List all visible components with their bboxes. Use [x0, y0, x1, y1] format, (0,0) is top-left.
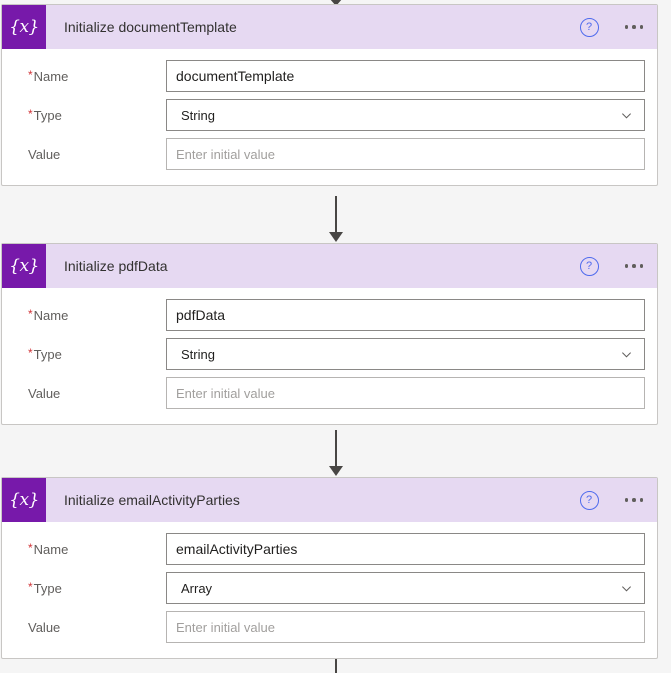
- action-card-initialize-documentTemplate[interactable]: {x} Initialize documentTemplate ? *Name …: [1, 4, 658, 186]
- type-selected-value: Array: [181, 580, 213, 596]
- value-label: Value: [28, 619, 61, 635]
- name-label-text: Name: [33, 68, 69, 84]
- field-row-type: *Type Array: [14, 571, 645, 605]
- value-label: Value: [28, 146, 61, 162]
- card-header[interactable]: {x} Initialize emailActivityParties ?: [2, 478, 657, 522]
- value-label: Value: [28, 385, 61, 401]
- action-card-initialize-emailActivityParties[interactable]: {x} Initialize emailActivityParties ? *N…: [1, 477, 658, 659]
- card-header[interactable]: {x} Initialize pdfData ?: [2, 244, 657, 288]
- variable-icon: {x}: [2, 5, 46, 49]
- field-row-name: *Name: [14, 298, 645, 332]
- type-selected-value: String: [181, 107, 215, 123]
- variable-icon: {x}: [2, 478, 46, 522]
- card-title: Initialize emailActivityParties: [64, 492, 240, 508]
- value-control: [166, 611, 645, 643]
- help-icon[interactable]: ?: [579, 17, 599, 37]
- arrow-down-icon: [328, 430, 343, 476]
- name-control: [166, 533, 645, 565]
- card-header[interactable]: {x} Initialize documentTemplate ?: [2, 5, 657, 49]
- type-control: String: [166, 99, 645, 131]
- header-actions: ?: [579, 244, 648, 288]
- type-selected-value: String: [181, 346, 215, 362]
- more-options-icon[interactable]: [621, 258, 648, 274]
- more-options-icon[interactable]: [621, 19, 648, 35]
- name-input[interactable]: [166, 533, 645, 565]
- name-control: [166, 299, 645, 331]
- variable-icon: {x}: [2, 244, 46, 288]
- arrow-down-icon: [328, 196, 343, 242]
- name-label: *Name: [14, 542, 166, 557]
- name-input[interactable]: [166, 299, 645, 331]
- type-control: String: [166, 338, 645, 370]
- required-marker: *: [28, 579, 33, 594]
- chevron-down-icon: [622, 351, 631, 358]
- card-body: *Name *Type Array Value: [2, 522, 657, 658]
- type-label: *Type: [14, 108, 166, 123]
- type-select[interactable]: Array: [166, 572, 645, 604]
- help-icon[interactable]: ?: [579, 256, 599, 276]
- required-marker: *: [28, 540, 33, 555]
- value-input[interactable]: [166, 377, 645, 409]
- required-marker: *: [28, 106, 33, 121]
- header-actions: ?: [579, 5, 648, 49]
- type-select[interactable]: String: [166, 99, 645, 131]
- value-control: [166, 138, 645, 170]
- name-control: [166, 60, 645, 92]
- name-label: *Name: [14, 69, 166, 84]
- field-row-value: Value: [14, 137, 645, 171]
- connector-card2-to-card3: [0, 430, 671, 478]
- field-row-value: Value: [14, 610, 645, 644]
- card-title: Initialize documentTemplate: [64, 19, 237, 35]
- field-row-type: *Type String: [14, 337, 645, 371]
- chevron-down-icon: [622, 585, 631, 592]
- type-label: *Type: [14, 347, 166, 362]
- type-select[interactable]: String: [166, 338, 645, 370]
- value-input[interactable]: [166, 611, 645, 643]
- value-input[interactable]: [166, 138, 645, 170]
- type-label-text: Type: [33, 346, 62, 362]
- action-card-initialize-pdfData[interactable]: {x} Initialize pdfData ? *Name *Type Str…: [1, 243, 658, 425]
- name-label: *Name: [14, 308, 166, 323]
- required-marker: *: [28, 67, 33, 82]
- connector-card1-to-card2: [0, 196, 671, 244]
- card-body: *Name *Type String Value: [2, 49, 657, 185]
- name-label-text: Name: [33, 307, 69, 323]
- header-actions: ?: [579, 478, 648, 522]
- value-control: [166, 377, 645, 409]
- field-row-type: *Type String: [14, 98, 645, 132]
- type-control: Array: [166, 572, 645, 604]
- help-icon[interactable]: ?: [579, 490, 599, 510]
- name-input[interactable]: [166, 60, 645, 92]
- card-body: *Name *Type String Value: [2, 288, 657, 424]
- type-label: *Type: [14, 581, 166, 596]
- field-row-name: *Name: [14, 59, 645, 93]
- required-marker: *: [28, 345, 33, 360]
- type-label-text: Type: [33, 580, 62, 596]
- name-label-text: Name: [33, 541, 69, 557]
- field-row-value: Value: [14, 376, 645, 410]
- card-title: Initialize pdfData: [64, 258, 168, 274]
- required-marker: *: [28, 306, 33, 321]
- more-options-icon[interactable]: [621, 492, 648, 508]
- type-label-text: Type: [33, 107, 62, 123]
- field-row-name: *Name: [14, 532, 645, 566]
- chevron-down-icon: [622, 112, 631, 119]
